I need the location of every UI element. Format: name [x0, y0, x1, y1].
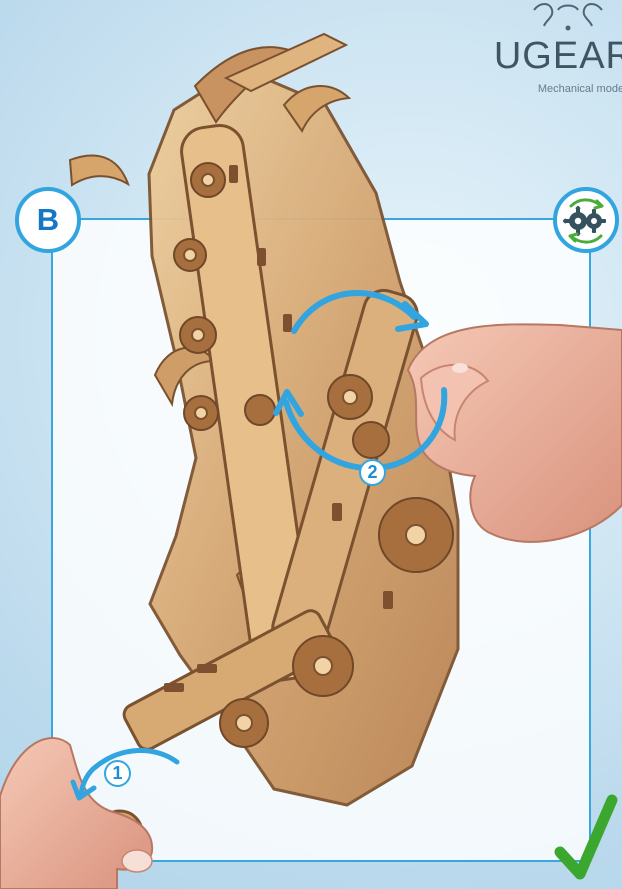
wooden-arm-model: [70, 34, 462, 855]
gears-rotate-icon: [557, 191, 615, 249]
step-marker-2-label: 2: [367, 462, 377, 483]
step-label: B: [37, 202, 59, 238]
step-badge: B: [15, 187, 81, 253]
step-marker-1-label: 1: [112, 763, 122, 784]
checkmark-icon: [553, 794, 619, 889]
step-marker-1: 1: [104, 760, 131, 787]
gear-badge: [553, 187, 619, 253]
step-marker-2: 2: [359, 459, 386, 486]
